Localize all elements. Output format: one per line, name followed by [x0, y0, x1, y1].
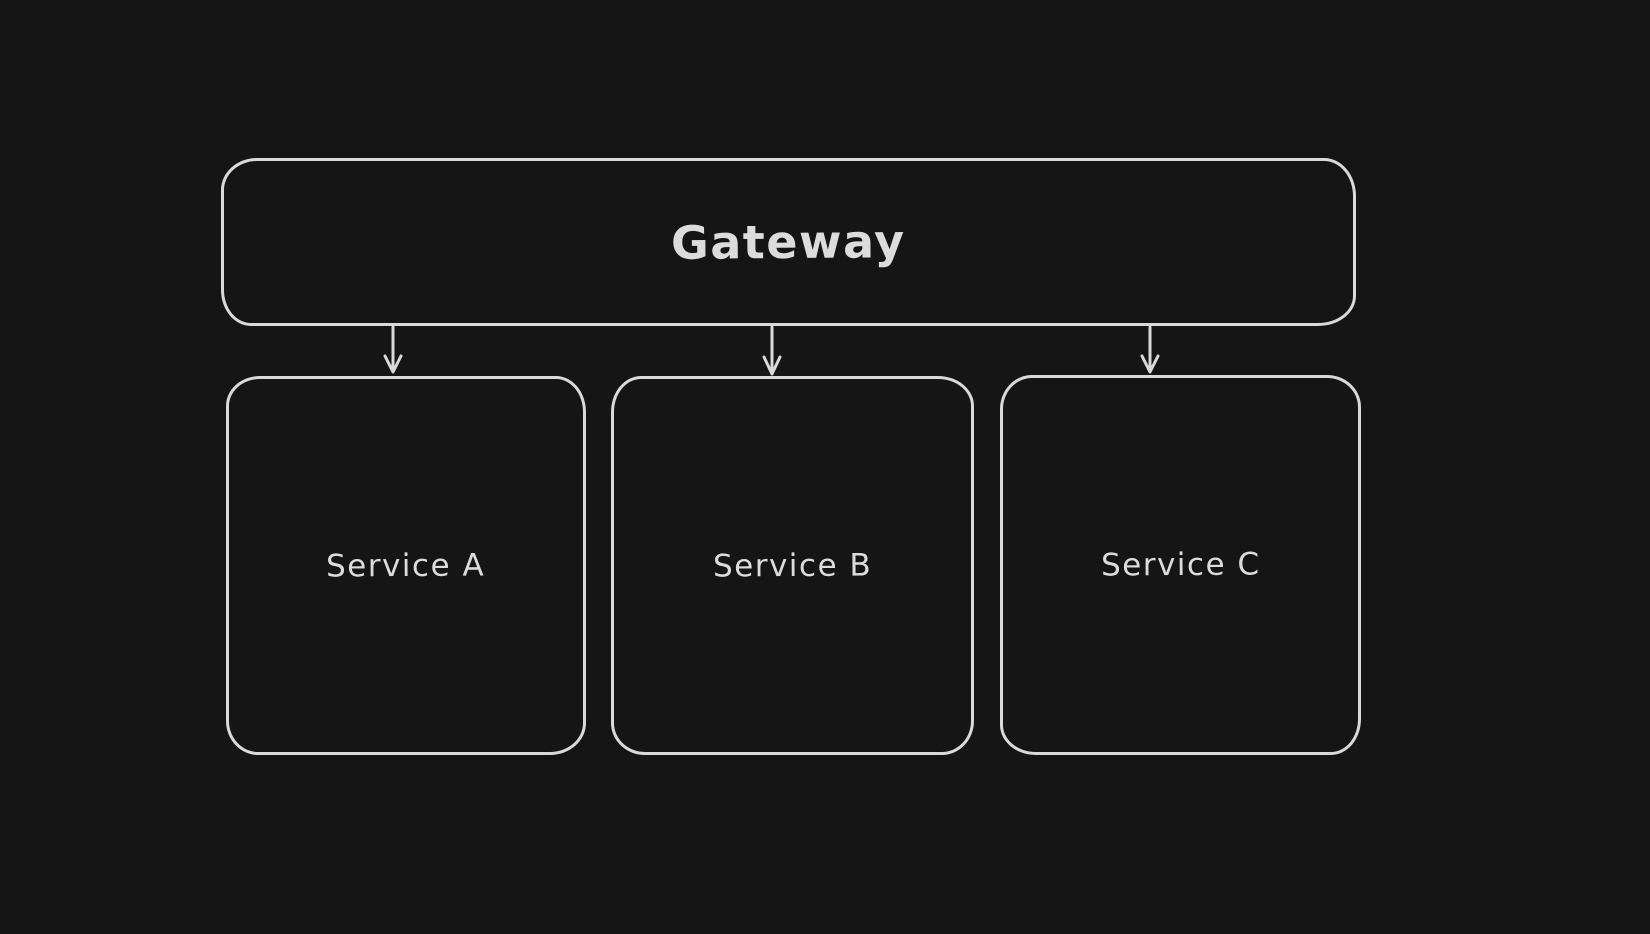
node-service-a[interactable]: Service A — [226, 376, 586, 755]
node-service-c-label: Service C — [1100, 546, 1261, 584]
arrow-gateway-to-service-c[interactable] — [1136, 325, 1164, 376]
node-service-a-label: Service A — [326, 546, 486, 585]
node-service-c[interactable]: Service C — [1000, 375, 1361, 755]
node-gateway[interactable]: Gateway — [221, 158, 1356, 326]
arrow-gateway-to-service-b[interactable] — [758, 325, 786, 376]
arrow-gateway-to-service-a[interactable] — [379, 325, 407, 376]
node-service-b[interactable]: Service B — [611, 376, 974, 755]
node-gateway-label: Gateway — [671, 214, 906, 270]
node-service-b-label: Service B — [712, 546, 873, 585]
